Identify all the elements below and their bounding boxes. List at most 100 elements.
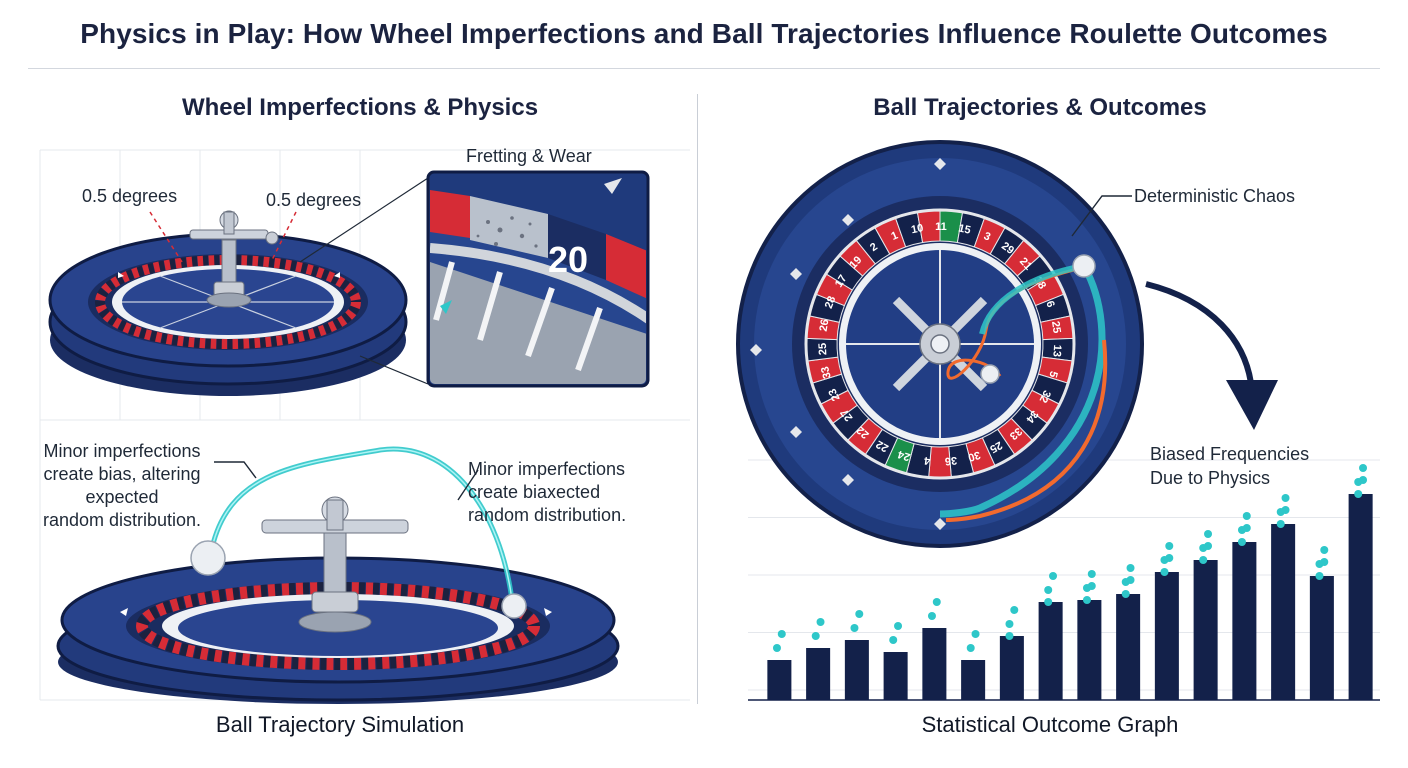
wheel-pocket-number: 6: [1043, 299, 1056, 309]
chart-data-dot: [1237, 538, 1246, 546]
top-view-turret: [892, 296, 988, 392]
chart-bar: [999, 636, 1024, 700]
chart-data-dot: [1005, 620, 1014, 628]
wheel-pocket-number: 4: [923, 454, 931, 467]
wheel-pocket-number: 10: [910, 222, 924, 236]
chart-data-dot: [1121, 590, 1130, 598]
wheel-pocket-number: 13: [1050, 344, 1063, 357]
zoom-callout-box: 20: [426, 170, 650, 388]
left-caption: Ball Trajectory Simulation: [215, 712, 465, 737]
chart-data-dot: [1359, 464, 1368, 472]
chart-data-dot: [855, 610, 864, 618]
chart-data-dot: [894, 622, 903, 630]
chart-data-dot: [1087, 570, 1096, 578]
note-left: Minor imperfections create bias, alterin…: [42, 441, 202, 530]
wheel-pocket-number: 15: [957, 222, 971, 236]
chart-data-dot: [1049, 572, 1058, 580]
roulette-ball-left: [190, 540, 226, 576]
wheel-pocket-number: 30: [967, 448, 982, 463]
chart-bar: [767, 660, 792, 700]
flow-arrow: [1145, 281, 1255, 393]
chart-data-dot: [1044, 598, 1053, 606]
chart-bar: [806, 648, 831, 700]
chart-bar: [961, 660, 986, 700]
chart-bar: [1038, 602, 1063, 700]
zoom-callout-lines: [299, 177, 429, 385]
chart-data-dot: [811, 632, 820, 640]
wheel-pocket-number: 33: [819, 365, 834, 380]
wheel-pocket-number: 28: [823, 295, 839, 311]
flow-arrowhead: [1226, 380, 1278, 430]
chart-bar: [1116, 594, 1141, 700]
chart-data-dot: [1320, 546, 1329, 554]
wheel-pocket-number: 22: [874, 438, 891, 454]
statistical-bar-chart: [767, 464, 1373, 700]
wheel-pocket-number: 32: [1037, 388, 1053, 404]
chart-data-dot: [1126, 576, 1135, 584]
chaos-leader: [1071, 195, 1132, 237]
left-section-title: Wheel Imperfections & Physics: [181, 94, 539, 121]
page-title: Physics in Play: How Wheel Imperfections…: [80, 18, 1328, 49]
wheel-pocket-number: 2: [868, 241, 880, 254]
zoom-label: Fretting & Wear: [466, 146, 592, 166]
chart-bar: [1348, 494, 1373, 700]
chart-data-dot: [1160, 568, 1169, 576]
chart-data-dot: [1281, 506, 1290, 514]
chart-bar: [1193, 560, 1218, 700]
chart-data-dot: [1242, 512, 1251, 520]
wheel-pocket-segments: [806, 210, 1074, 478]
note-right: Minor imperfections create biaxected ran…: [468, 459, 627, 525]
chart-data-dot: [1359, 476, 1368, 484]
ball-center: [980, 364, 1000, 384]
chart-data-dot: [932, 598, 941, 606]
chart-bar: [883, 652, 908, 700]
upper-roulette-wheel: [48, 232, 408, 396]
panel-divider: [697, 94, 698, 704]
chart-bar: [922, 628, 947, 700]
chart-data-dot: [1242, 524, 1251, 532]
chart-data-dot: [1165, 554, 1174, 562]
wheel-pocket-number: 25: [1049, 320, 1063, 334]
chart-data-dot: [1082, 596, 1091, 604]
wheel-pocket-number: 24: [896, 447, 912, 462]
wheel-pocket-number: 1: [890, 229, 900, 242]
chart-data-dot: [1005, 632, 1014, 640]
chart-bar: [844, 640, 869, 700]
right-section-title: Ball Trajectories & Outcomes: [873, 94, 1207, 121]
chart-data-dot: [971, 630, 980, 638]
roulette-ball-right: [501, 593, 527, 619]
wheel-pocket-number: 25: [817, 343, 830, 356]
chart-bar: [1232, 542, 1257, 700]
chart-bar: [1271, 524, 1296, 700]
chart-data-dot: [1204, 530, 1213, 538]
chart-data-dot: [816, 618, 825, 626]
orange-orbit-arc: [945, 339, 1108, 522]
chart-data-dot: [850, 624, 859, 632]
wheel-pocket-number: 11: [935, 221, 947, 233]
title-divider: [28, 68, 1380, 69]
chart-data-dot: [1315, 572, 1324, 580]
chaos-label: Deterministic Chaos: [1134, 186, 1296, 206]
wheel-pocket-number: 26: [818, 318, 832, 332]
chart-data-dot: [1010, 606, 1019, 614]
chart-data-dot: [889, 636, 898, 644]
upper-wheel-turret: [189, 210, 279, 308]
wheel-pocket-number: 29: [999, 240, 1016, 257]
wheel-pocket-number: 25: [988, 439, 1004, 455]
wheel-diamonds: [750, 158, 946, 530]
chart-data-dot: [927, 612, 936, 620]
tilt-indicators: [149, 211, 297, 263]
wheel-pocket-number: 5: [1046, 370, 1059, 379]
wheel-pocket-number: 3: [982, 230, 992, 243]
chart-data-dot: [1354, 490, 1363, 498]
right-caption: Statistical Outcome Graph: [921, 712, 1179, 737]
ball-top: [1072, 254, 1096, 278]
chart-data-dot: [1276, 520, 1285, 528]
chart-data-dot: [966, 644, 975, 652]
wheel-pocket-number: 17: [833, 273, 850, 290]
note-left-leader: [214, 461, 257, 479]
chart-bar: [1077, 600, 1102, 700]
lower-wheel-turret: [261, 496, 409, 633]
